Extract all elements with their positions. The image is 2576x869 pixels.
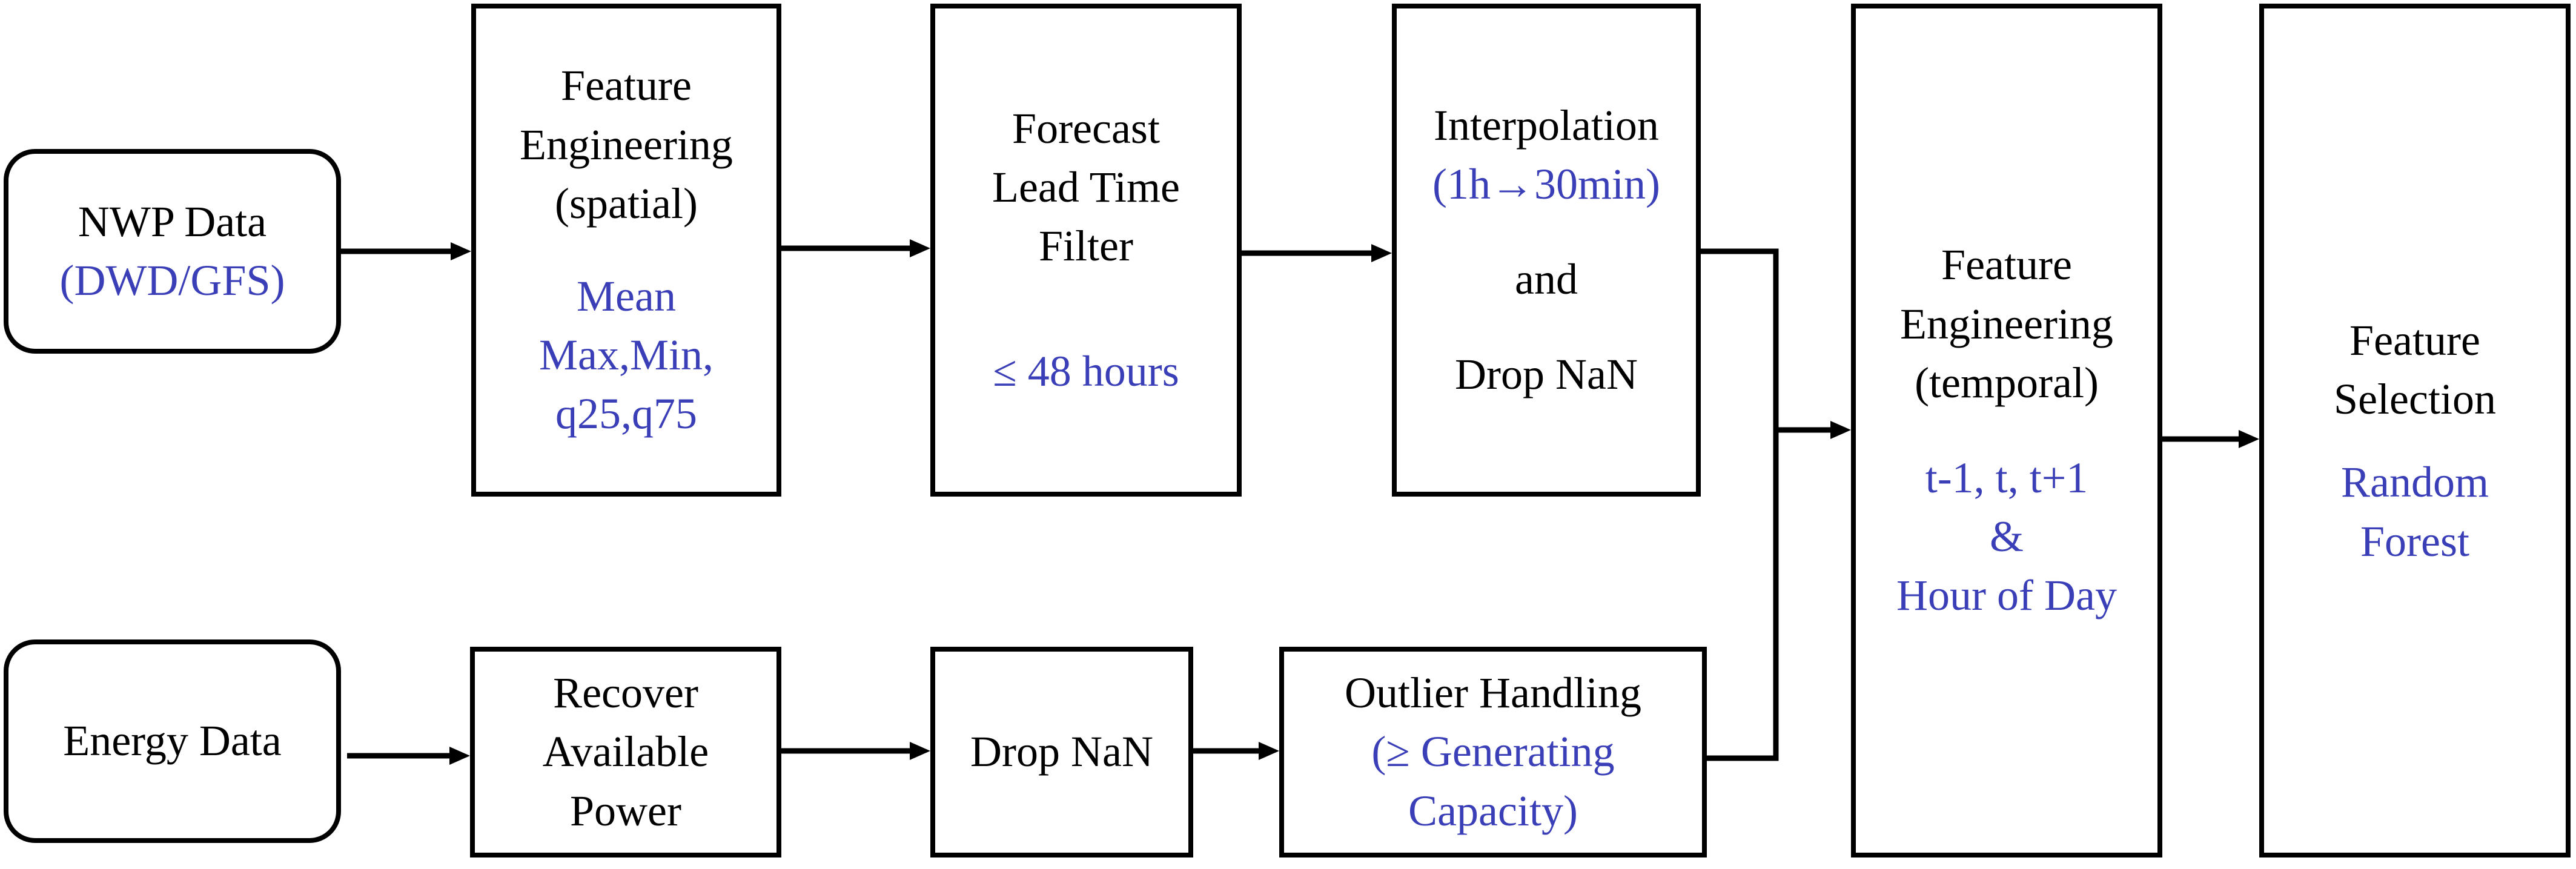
fe-temporal-lag-line: Hour of Day [1896, 571, 2117, 620]
fe-temporal-title-line: Feature [1941, 240, 2072, 289]
interpolation-title: Interpolation [1434, 101, 1659, 150]
interpolation-connector: and [1515, 255, 1578, 303]
arrow-head [2239, 430, 2259, 448]
outlier-rule-line: (≥ Generating [1371, 727, 1615, 776]
fe-spatial-title-line: Engineering [520, 120, 733, 169]
feature-engineering-spatial-node: Feature Engineering (spatial) Mean Max,M… [471, 4, 781, 497]
fe-spatial-title-line: (spatial) [555, 179, 698, 228]
fe-temporal-lag-line: & [1989, 512, 2024, 561]
lead-time-title-line: Filter [1039, 222, 1133, 270]
energy-data-node: Energy Data [4, 639, 341, 843]
selection-method-line: Random [2341, 458, 2489, 507]
feature-selection-node: Feature Selection Random Forest [2259, 4, 2571, 857]
drop-nan-title: Drop NaN [970, 727, 1153, 776]
selection-title-line: Selection [2334, 375, 2496, 424]
lead-time-title-line: Forecast [1012, 104, 1160, 153]
outlier-handling-node: Outlier Handling (≥ Generating Capacity) [1279, 647, 1707, 857]
lead-time-title-line: Lead Time [992, 162, 1180, 211]
arrow-head [451, 242, 471, 260]
fe-spatial-stat-line: Max,Min, [539, 331, 714, 380]
outlier-rule-line: Capacity) [1408, 786, 1578, 835]
arrow-head [910, 239, 930, 257]
fe-spatial-stat-line: q25,q75 [555, 389, 697, 438]
arrow-head [1830, 421, 1851, 439]
fe-temporal-title-line: Engineering [1900, 299, 2113, 348]
interpolation-drop-nan: Drop NaN [1455, 350, 1638, 399]
arrow-head [910, 742, 930, 760]
drop-nan-node: Drop NaN [930, 647, 1193, 857]
selection-title-line: Feature [2349, 316, 2480, 365]
interpolation-resolution: (1h→30min) [1432, 159, 1660, 208]
energy-data-title: Energy Data [63, 716, 282, 765]
fe-spatial-stat-line: Mean [577, 272, 676, 320]
arrow-head [449, 747, 470, 765]
recover-title-line: Available [542, 727, 709, 776]
feature-engineering-temporal-node: Feature Engineering (temporal) t-1, t, t… [1851, 4, 2162, 857]
arrow-head [1259, 742, 1279, 760]
lead-time-threshold: ≤ 48 hours [993, 347, 1179, 396]
fe-temporal-title-line: (temporal) [1915, 358, 2099, 407]
merge-bracket [1701, 248, 1779, 761]
arrow-head [1371, 244, 1392, 262]
recover-power-node: Recover Available Power [470, 647, 781, 857]
lead-time-filter-node: Forecast Lead Time Filter ≤ 48 hours [930, 4, 1242, 497]
nwp-data-title: NWP Data [78, 197, 267, 246]
selection-method-line: Forest [2360, 517, 2469, 566]
nwp-data-node: NWP Data (DWD/GFS) [4, 149, 341, 354]
outlier-title: Outlier Handling [1345, 669, 1641, 718]
interpolation-node: Interpolation (1h→30min) and Drop NaN [1392, 4, 1701, 497]
fe-temporal-lag-line: t-1, t, t+1 [1925, 454, 2088, 502]
fe-spatial-title-line: Feature [561, 61, 692, 110]
recover-title-line: Power [570, 786, 681, 835]
nwp-data-source: (DWD/GFS) [59, 256, 285, 305]
recover-title-line: Recover [553, 669, 698, 718]
